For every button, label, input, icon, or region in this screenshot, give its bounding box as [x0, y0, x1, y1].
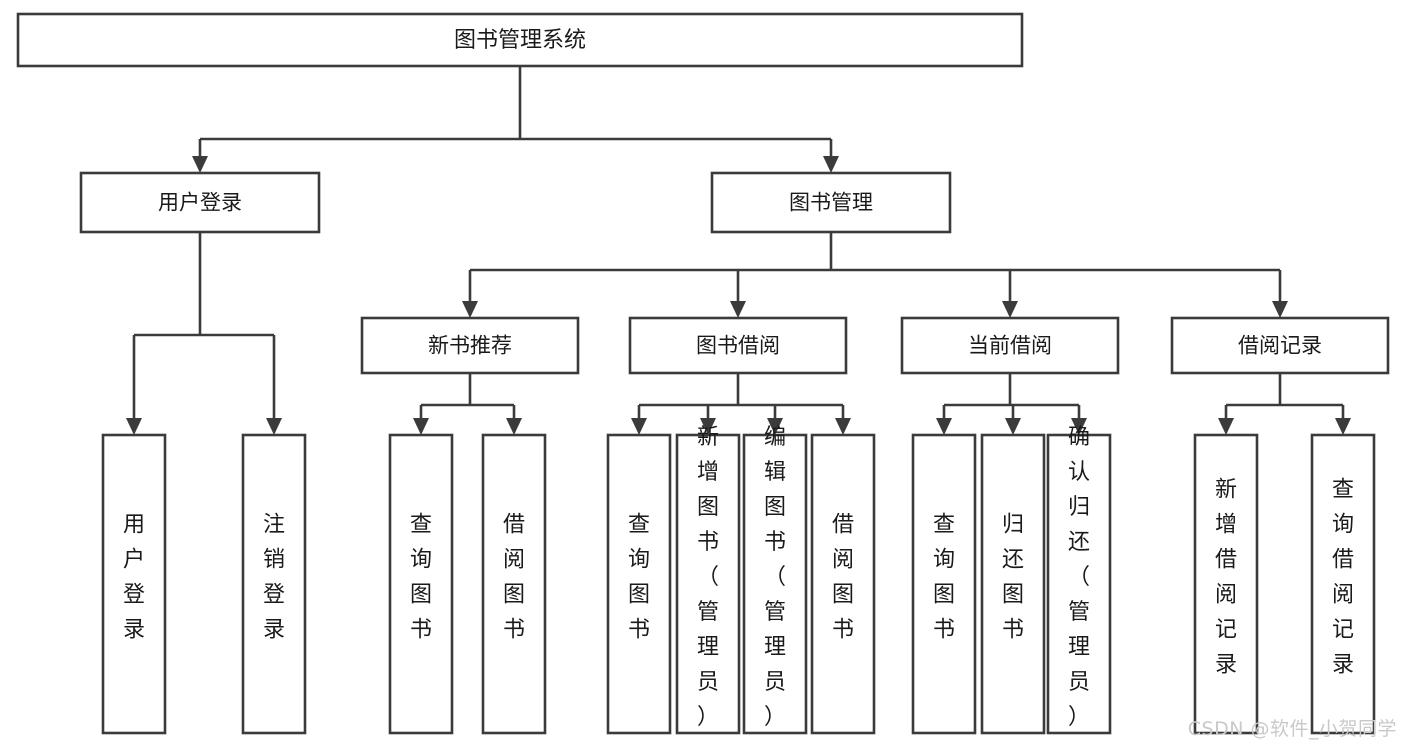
leaf-return-book-label: 归还图书	[1002, 513, 1024, 643]
node-borrow-record-label: 借阅记录	[1238, 334, 1322, 358]
borrow_record-leaf-1-arrowhead	[1335, 418, 1351, 435]
node-book-manage-label: 图书管理	[789, 191, 873, 215]
node-root-label: 图书管理系统	[454, 28, 586, 53]
node-root[interactable]: 图书管理系统	[16, 12, 1024, 68]
leaf-return-book[interactable]: 归还图书	[980, 433, 1046, 735]
node-user-login[interactable]: 用户登录	[79, 171, 321, 234]
new_book_rec-leaf-0-arrowhead	[413, 418, 429, 435]
leaf-user-login-box	[101, 433, 167, 735]
leaf-query-book-bor-label: 查询图书	[628, 513, 650, 643]
node-layer: 图书管理系统用户登录图书管理新书推荐图书借阅当前借阅借阅记录用户登录注销登录查询…	[16, 12, 1390, 735]
node-new-book-rec[interactable]: 新书推荐	[360, 316, 580, 375]
leaf-query-book-bor[interactable]: 查询图书	[606, 433, 672, 735]
leaf-query-record[interactable]: 查询借阅记录	[1310, 433, 1376, 735]
node-book-manage-box	[710, 171, 952, 234]
leaf-edit-book-box	[742, 433, 808, 735]
node-book-borrow-label: 图书借阅	[696, 334, 780, 358]
leaf-add-book-label: 新增图书（管理员）	[697, 425, 719, 730]
leaf-query-book-cur-label: 查询图书	[933, 513, 955, 643]
leaf-add-book[interactable]: 新增图书（管理员）	[675, 425, 741, 735]
node-book-borrow-box	[628, 316, 848, 375]
book_borrow-leaf-2-arrowhead	[767, 418, 783, 435]
node-root-box	[16, 12, 1024, 68]
leaf-borrow-book-bor-box	[810, 433, 876, 735]
leaf-return-book-box	[980, 433, 1046, 735]
node-new-book-rec-box	[360, 316, 580, 375]
leaf-query-book-rec-box	[388, 433, 454, 735]
node-new-book-rec-label: 新书推荐	[428, 334, 512, 358]
leaf-borrow-book-bor[interactable]: 借阅图书	[810, 433, 876, 735]
node-current-borrow[interactable]: 当前借阅	[900, 316, 1120, 375]
node-user-login-box	[79, 171, 321, 234]
book_borrow-leaf-3-arrowhead	[835, 418, 851, 435]
borrow_record-leaf-0-arrowhead	[1218, 418, 1234, 435]
leaf-user-login[interactable]: 用户登录	[101, 433, 167, 735]
leaf-query-book-rec-label: 查询图书	[410, 513, 432, 643]
book_borrow-leaf-1-arrowhead	[700, 418, 716, 435]
level3-branch-0-arrowhead	[462, 301, 478, 318]
csdn-watermark: CSDN @软件_小贺同学	[1187, 718, 1397, 740]
current_borrow-leaf-0-arrowhead	[936, 418, 952, 435]
leaf-edit-book-label: 编辑图书（管理员）	[764, 425, 786, 730]
leaf-borrow-book-rec-label: 借阅图书	[503, 513, 525, 643]
node-book-borrow[interactable]: 图书借阅	[628, 316, 848, 375]
leaf-logout[interactable]: 注销登录	[241, 433, 307, 735]
leaf-add-book-box	[675, 433, 741, 735]
leaf-logout-label: 注销登录	[263, 513, 285, 643]
leaf-query-book-cur-box	[911, 433, 977, 735]
leaf-borrow-book-rec[interactable]: 借阅图书	[481, 433, 547, 735]
leaf-query-book-cur[interactable]: 查询图书	[911, 433, 977, 735]
level2-branch-0-arrowhead	[192, 156, 208, 173]
connector-layer	[126, 66, 1351, 435]
node-borrow-record[interactable]: 借阅记录	[1170, 316, 1390, 375]
leaf-borrow-book-bor-label: 借阅图书	[832, 513, 854, 643]
node-current-borrow-box	[900, 316, 1120, 375]
book_borrow-leaf-0-arrowhead	[631, 418, 647, 435]
level2-branch-1-arrowhead	[823, 156, 839, 173]
node-user-login-label: 用户登录	[158, 191, 242, 215]
node-current-borrow-label: 当前借阅	[968, 334, 1052, 358]
current_borrow-leaf-1-arrowhead	[1005, 418, 1021, 435]
leaf-edit-book[interactable]: 编辑图书（管理员）	[742, 425, 808, 735]
leaf-query-book-bor-box	[606, 433, 672, 735]
node-borrow-record-box	[1170, 316, 1390, 375]
leaf-add-record[interactable]: 新增借阅记录	[1193, 433, 1259, 735]
leaf-confirm-return[interactable]: 确认归还（管理员）	[1046, 425, 1112, 735]
leaf-query-record-box	[1310, 433, 1376, 735]
level3-branch-3-arrowhead	[1272, 301, 1288, 318]
leaf-add-record-label: 新增借阅记录	[1215, 478, 1237, 678]
node-book-manage[interactable]: 图书管理	[710, 171, 952, 234]
leaf-user-login-label: 用户登录	[123, 513, 145, 643]
level3-branch-2-arrowhead	[1002, 301, 1018, 318]
leaf-confirm-return-label: 确认归还（管理员）	[1068, 425, 1090, 730]
user-login-leaf-1-arrowhead	[266, 418, 282, 435]
leaf-add-record-box	[1193, 433, 1259, 735]
leaf-confirm-return-box	[1046, 433, 1112, 735]
user-login-leaf-0-arrowhead	[126, 418, 142, 435]
current_borrow-leaf-2-arrowhead	[1071, 418, 1087, 435]
level3-branch-1-arrowhead	[730, 301, 746, 318]
leaf-borrow-book-rec-box	[481, 433, 547, 735]
leaf-query-record-label: 查询借阅记录	[1332, 478, 1354, 678]
new_book_rec-leaf-1-arrowhead	[506, 418, 522, 435]
leaf-logout-box	[241, 433, 307, 735]
leaf-query-book-rec[interactable]: 查询图书	[388, 433, 454, 735]
